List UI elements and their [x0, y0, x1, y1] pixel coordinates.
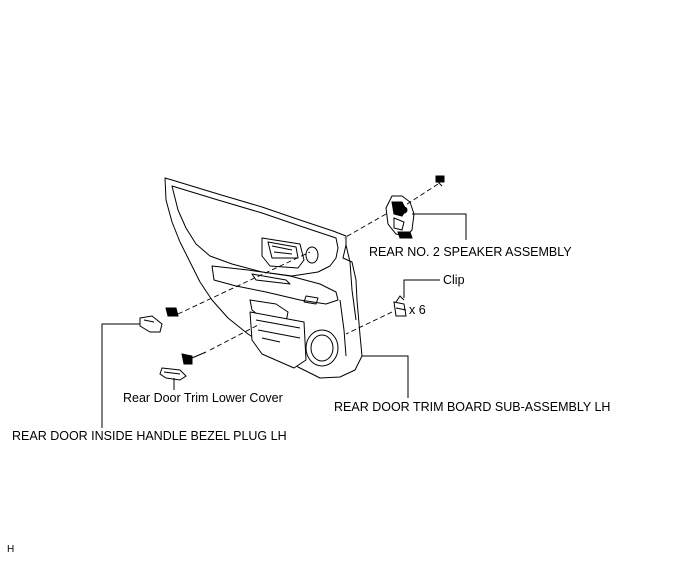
- corner-mark: H: [7, 544, 15, 555]
- rear-no2-speaker-assembly: [385, 195, 415, 239]
- bezel-plug-screw: [165, 307, 179, 317]
- rear-door-trim-board: [164, 177, 363, 379]
- leader-lines: [101, 213, 467, 428]
- speaker-assembly-label: REAR NO. 2 SPEAKER ASSEMBLY: [369, 245, 572, 259]
- clip-part: [393, 295, 407, 317]
- clip-label: Clip: [443, 273, 465, 287]
- speaker-screw: [435, 175, 445, 187]
- clip-count-label: x 6: [409, 303, 426, 317]
- inside-handle-bezel-plug: [139, 315, 163, 333]
- assembly-dashed-lines: [177, 183, 439, 351]
- lower-screw: [181, 351, 207, 365]
- trim-board-label: REAR DOOR TRIM BOARD SUB-ASSEMBLY LH: [334, 400, 611, 414]
- rear-door-trim-lower-cover: [159, 367, 187, 381]
- lower-cover-label: Rear Door Trim Lower Cover: [123, 391, 283, 405]
- bezel-plug-label: REAR DOOR INSIDE HANDLE BEZEL PLUG LH: [12, 429, 287, 443]
